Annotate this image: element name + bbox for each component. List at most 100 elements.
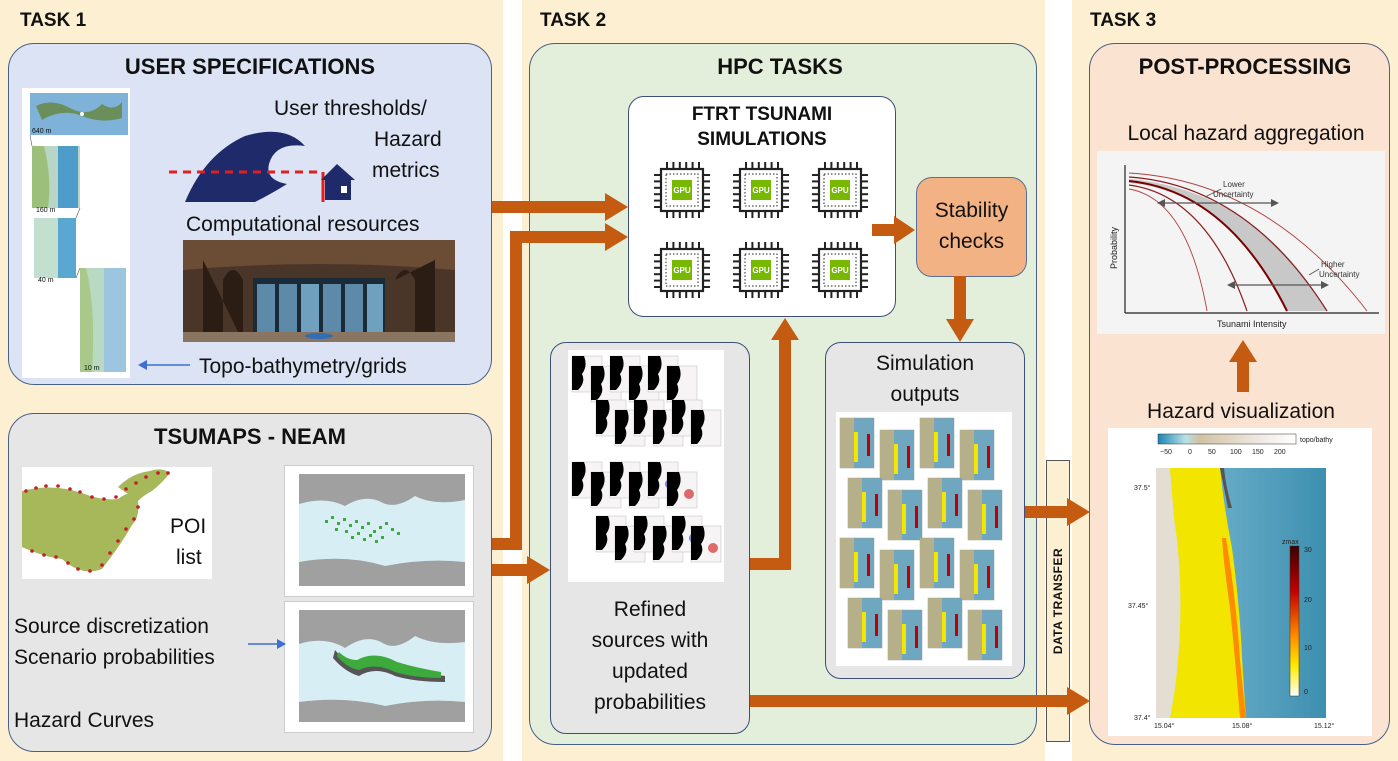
scenario-probabilities-label: Scenario probabilities [14,646,215,669]
poi-list-label: list [176,546,202,569]
source-map-top [284,465,474,597]
ftrt-title-line1: FTRT TSUNAMI [691,104,833,125]
refined-sources-figure [568,350,724,582]
ftrt-title-line2: SIMULATIONS [697,129,827,150]
hpc-tasks-title: HPC TASKS [717,54,843,79]
arrow-tsumaps-up [510,231,522,550]
gpu-chip-icon: GPU [733,242,789,298]
refined-source-thumbnail [666,471,698,509]
arrow-user-to-ftrt [492,201,607,213]
simulation-output-thumbnail [927,597,963,649]
curve-xlabel: Tsunami Intensity [1217,319,1287,329]
refined-line1: Refined [613,598,687,621]
simulation-output-thumbnail [927,477,963,529]
refined-source-thumbnail [666,365,698,403]
simulation-output-thumbnail [959,549,995,601]
arrow-vis-to-aggregation [1237,360,1249,392]
hazard-label: Hazard [374,128,442,151]
zmax-tick-3: 0 [1304,689,1308,696]
grid-label-10: 10 m [84,365,100,372]
refined-source-thumbnail [690,409,722,447]
stability-line2: checks [938,230,1005,253]
refined-line2: sources with [591,629,709,652]
lower-uncertainty-line2: Uncertainty [1213,190,1253,199]
simulation-output-thumbnail [879,549,915,601]
cbar-tick-1: 0 [1188,449,1192,456]
refined-line4: probabilities [593,691,707,714]
svg-text:GPU: GPU [752,186,770,195]
cbar-tick-0: −50 [1160,449,1172,456]
computational-resources-label: Computational resources [186,213,420,236]
refined-source-thumbnail [671,399,703,437]
higher-uncertainty-line1: Higher [1321,260,1345,269]
arrow-outputs-to-post [1025,506,1069,518]
simulation-output-thumbnail [879,429,915,481]
simulation-output-thumbnail [919,537,955,589]
grid-label-640: 640 m [32,128,52,135]
hazard-curves-label: Hazard Curves [14,709,155,732]
arrow-ftrt-to-stability [872,224,896,236]
simulation-output-thumbnail [967,489,1003,541]
lower-uncertainty-line1: Lower [1223,180,1245,189]
cbar-tick-5: 200 [1274,449,1286,456]
arrow-tsumaps-to-refined [492,564,529,576]
topo-arrow-icon [138,360,190,370]
task2-title: TASK 2 [540,10,607,31]
topo-bathymetry-label: Topo-bathymetry/grids [199,355,407,378]
grid-label-40: 40 m [38,277,54,284]
simulation-output-thumbnail [847,477,883,529]
simulation-output-thumbnail [919,417,955,469]
zmax-label: zmax [1282,539,1299,546]
sim-outputs-line2: outputs [890,383,960,406]
post-processing-title: POST-PROCESSING [1138,54,1352,79]
gpu-chip-icon: GPU [654,242,710,298]
poi-map [22,467,212,579]
tsunami-wave-icon [169,131,355,202]
lat-tick-0: 37.5° [1134,484,1151,492]
user-spec-title: USER SPECIFICATIONS [124,54,376,79]
simulation-output-thumbnail [847,597,883,649]
gpu-chip-icon: GPU [733,162,789,218]
cbar-tick-2: 50 [1208,449,1216,456]
cbar-tick-4: 150 [1252,449,1264,456]
source-arrow-icon [248,639,286,649]
curve-ylabel: Probability [1109,226,1119,269]
grid-label-160: 160 m [36,207,56,214]
gpu-chip-icon: GPU [812,242,868,298]
svg-text:GPU: GPU [752,266,770,275]
poi-dots [24,471,170,573]
poi-label: POI [170,515,207,538]
tsumaps-title: TSUMAPS - NEAM [154,424,346,449]
source-map-bottom [284,601,474,733]
zmax-tick-2: 10 [1304,645,1312,652]
stability-checks-box [916,177,1027,277]
refined-source-thumbnail [614,409,646,447]
task1-title: TASK 1 [20,10,87,31]
hazard-visualization-map: topo/bathy −50 0 50 100 150 200 zmax 30 … [1108,428,1372,736]
sim-outputs-line1: Simulation [875,352,975,375]
nested-grids-figure: 640 m 160 m 40 m 10 m [22,88,130,378]
cbar-label: topo/bathy [1300,437,1333,444]
simulation-output-thumbnail [887,489,923,541]
simulation-output-thumbnail [887,609,923,661]
lat-tick-1: 37.45° [1128,602,1149,610]
lon-tick-1: 15.08° [1232,722,1253,730]
cbar-tick-3: 100 [1230,449,1242,456]
hazard-curves-figure: Lower Uncertainty Higher Uncertainty Pro… [1097,151,1385,334]
simulation-output-thumbnail [967,609,1003,661]
zmax-tick-1: 20 [1304,597,1312,604]
task3-title: TASK 3 [1090,10,1157,31]
user-thresholds-label: User thresholds/ [274,97,427,120]
simulation-output-thumbnail [839,537,875,589]
source-discretization-label: Source discretization [14,615,209,638]
stability-line1: Stability [934,199,1009,222]
higher-uncertainty-line2: Uncertainty [1319,270,1359,279]
metrics-label: metrics [372,159,440,182]
hazard-visualization-label: Hazard visualization [1147,400,1335,423]
gpu-chip-icon: GPU [812,162,868,218]
svg-text:GPU: GPU [673,266,691,275]
simulation-output-thumbnail [959,429,995,481]
lon-tick-0: 15.04° [1154,722,1175,730]
zmax-tick-0: 30 [1304,547,1312,554]
